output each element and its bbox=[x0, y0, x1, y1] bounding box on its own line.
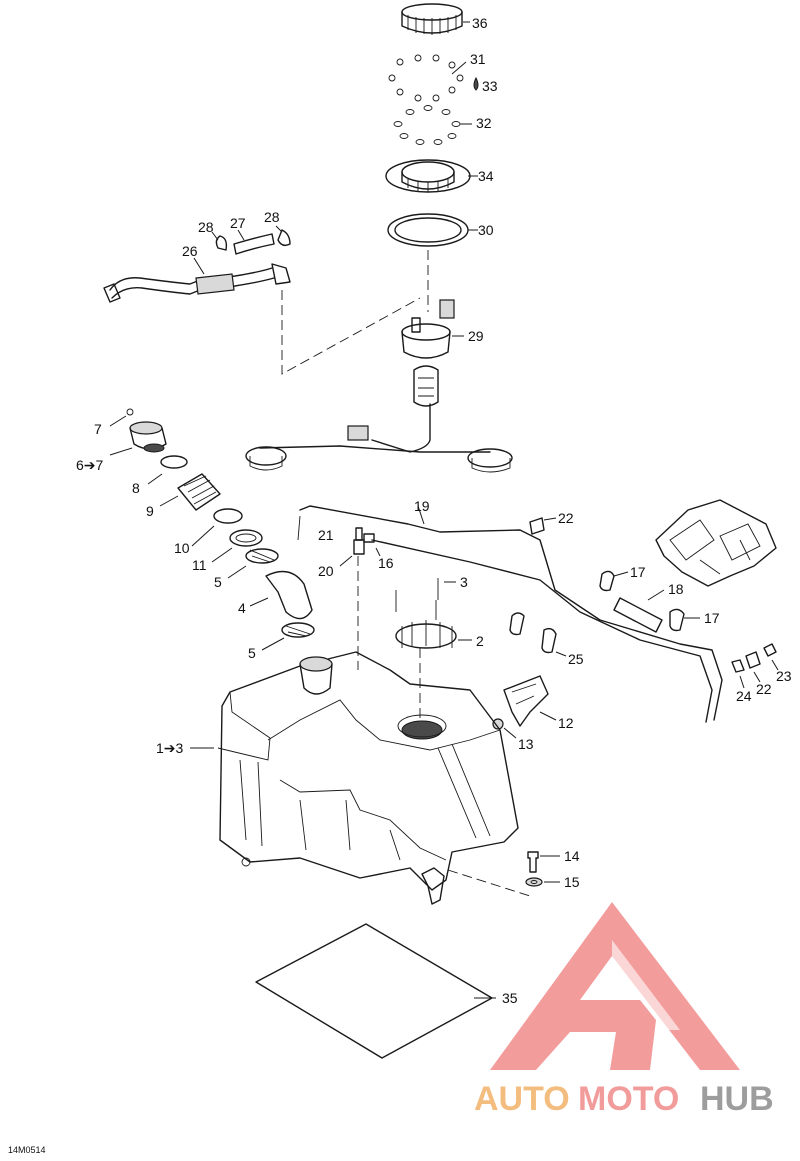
callout-9: 9 bbox=[146, 503, 154, 519]
part-8-o-ring bbox=[147, 455, 188, 485]
part-21-line bbox=[371, 539, 713, 723]
watermark-hub: HUB bbox=[700, 1080, 774, 1118]
part-3-studs bbox=[395, 578, 456, 620]
part-15-washer bbox=[525, 877, 560, 887]
callout-14: 14 bbox=[564, 848, 580, 864]
callout-4: 4 bbox=[238, 600, 246, 616]
part-6-filler-cap bbox=[109, 421, 167, 456]
watermark-moto: MOTO bbox=[578, 1080, 679, 1118]
part-23-screw bbox=[763, 643, 779, 671]
part-11-ring bbox=[211, 529, 263, 563]
dashed-link-fuel-line bbox=[281, 290, 421, 375]
part-18-hose bbox=[613, 589, 665, 633]
callout-20: 20 bbox=[318, 563, 334, 579]
part-28-clamps bbox=[211, 225, 291, 251]
watermark-auto: AUTO bbox=[474, 1080, 570, 1118]
part-31-nuts bbox=[388, 54, 479, 102]
callout-22-lower: 22 bbox=[756, 681, 772, 697]
callout-21: 21 bbox=[318, 527, 334, 543]
callout-16: 16 bbox=[378, 555, 394, 571]
part-22-lower-clip bbox=[745, 651, 761, 683]
part-12-shield bbox=[503, 675, 557, 727]
part-17-clamp-upper bbox=[599, 570, 629, 592]
part-35-pad bbox=[255, 923, 496, 1059]
callout-26: 26 bbox=[182, 243, 198, 259]
part-24-nut bbox=[731, 659, 745, 689]
part-10-gasket bbox=[191, 508, 243, 547]
callout-18: 18 bbox=[668, 581, 684, 597]
part-2-retaining-ring bbox=[395, 620, 472, 649]
part-34-flange bbox=[385, 159, 478, 193]
callout-28-left: 28 bbox=[198, 219, 214, 235]
part-1-fuel-tank bbox=[190, 651, 519, 905]
callout-27: 27 bbox=[230, 215, 246, 231]
callout-17-lower: 17 bbox=[704, 610, 720, 626]
callout-12: 12 bbox=[558, 715, 574, 731]
callout-3: 3 bbox=[460, 574, 468, 590]
callout-11: 11 bbox=[192, 557, 207, 573]
callout-30: 30 bbox=[478, 222, 494, 238]
callout-32: 32 bbox=[476, 115, 492, 131]
part-27-hose bbox=[233, 229, 275, 255]
part-20-fitting bbox=[339, 527, 365, 567]
part-7-tether bbox=[109, 408, 134, 427]
part-30-gasket bbox=[387, 213, 478, 247]
callout-2: 2 bbox=[476, 633, 484, 649]
callout-24: 24 bbox=[736, 688, 752, 704]
callout-labels: 36 31 33 32 34 30 28 27 28 26 29 7 6➔7 8… bbox=[76, 15, 792, 1006]
callout-6-7: 6➔7 bbox=[76, 457, 104, 473]
dashed-link-tank-mount bbox=[447, 869, 531, 897]
callout-31: 31 bbox=[470, 51, 486, 67]
watermark-logo-icon bbox=[490, 902, 740, 1070]
callout-36: 36 bbox=[472, 15, 488, 31]
callout-7: 7 bbox=[94, 421, 102, 437]
part-4-elbow-hose bbox=[249, 570, 313, 620]
part-22-upper-clip bbox=[529, 517, 557, 535]
part-14-bolt bbox=[527, 851, 560, 873]
part-17-clamp-lower bbox=[669, 608, 700, 632]
part-5-lower-clamp bbox=[261, 622, 315, 651]
callout-15: 15 bbox=[564, 874, 580, 890]
automotohub-watermark: AUTO MOTO HUB bbox=[474, 902, 774, 1118]
callout-33: 33 bbox=[482, 78, 498, 94]
part-25-clamps bbox=[509, 612, 567, 657]
part-9-filler-neck bbox=[159, 473, 221, 511]
part-26-fuel-line bbox=[103, 257, 291, 303]
diagram-code: 14M0514 bbox=[8, 1145, 46, 1155]
part-19-vent-hose bbox=[297, 505, 723, 721]
callout-23: 23 bbox=[776, 668, 792, 684]
tank-bracket bbox=[655, 499, 777, 587]
callout-22-upper: 22 bbox=[558, 510, 574, 526]
part-5-upper-clamp bbox=[227, 548, 279, 579]
callout-35: 35 bbox=[502, 990, 518, 1006]
part-32-washers bbox=[393, 105, 472, 145]
callout-29: 29 bbox=[468, 328, 484, 344]
callout-13: 13 bbox=[518, 736, 534, 752]
callout-28-right: 28 bbox=[264, 209, 280, 225]
callout-10: 10 bbox=[174, 540, 190, 556]
part-16-connector bbox=[363, 533, 381, 557]
part-36-lock-ring bbox=[401, 3, 470, 35]
callout-17-upper: 17 bbox=[630, 564, 646, 580]
callout-5-upper: 5 bbox=[214, 574, 222, 590]
callout-19: 19 bbox=[414, 498, 430, 514]
callout-34: 34 bbox=[478, 168, 494, 184]
callout-25: 25 bbox=[568, 651, 584, 667]
callout-1-3: 1➔3 bbox=[156, 740, 184, 756]
callout-8: 8 bbox=[132, 480, 140, 496]
part-29-fuel-pump bbox=[245, 299, 513, 473]
callout-5-lower: 5 bbox=[248, 645, 256, 661]
part-13-nut bbox=[492, 718, 517, 739]
